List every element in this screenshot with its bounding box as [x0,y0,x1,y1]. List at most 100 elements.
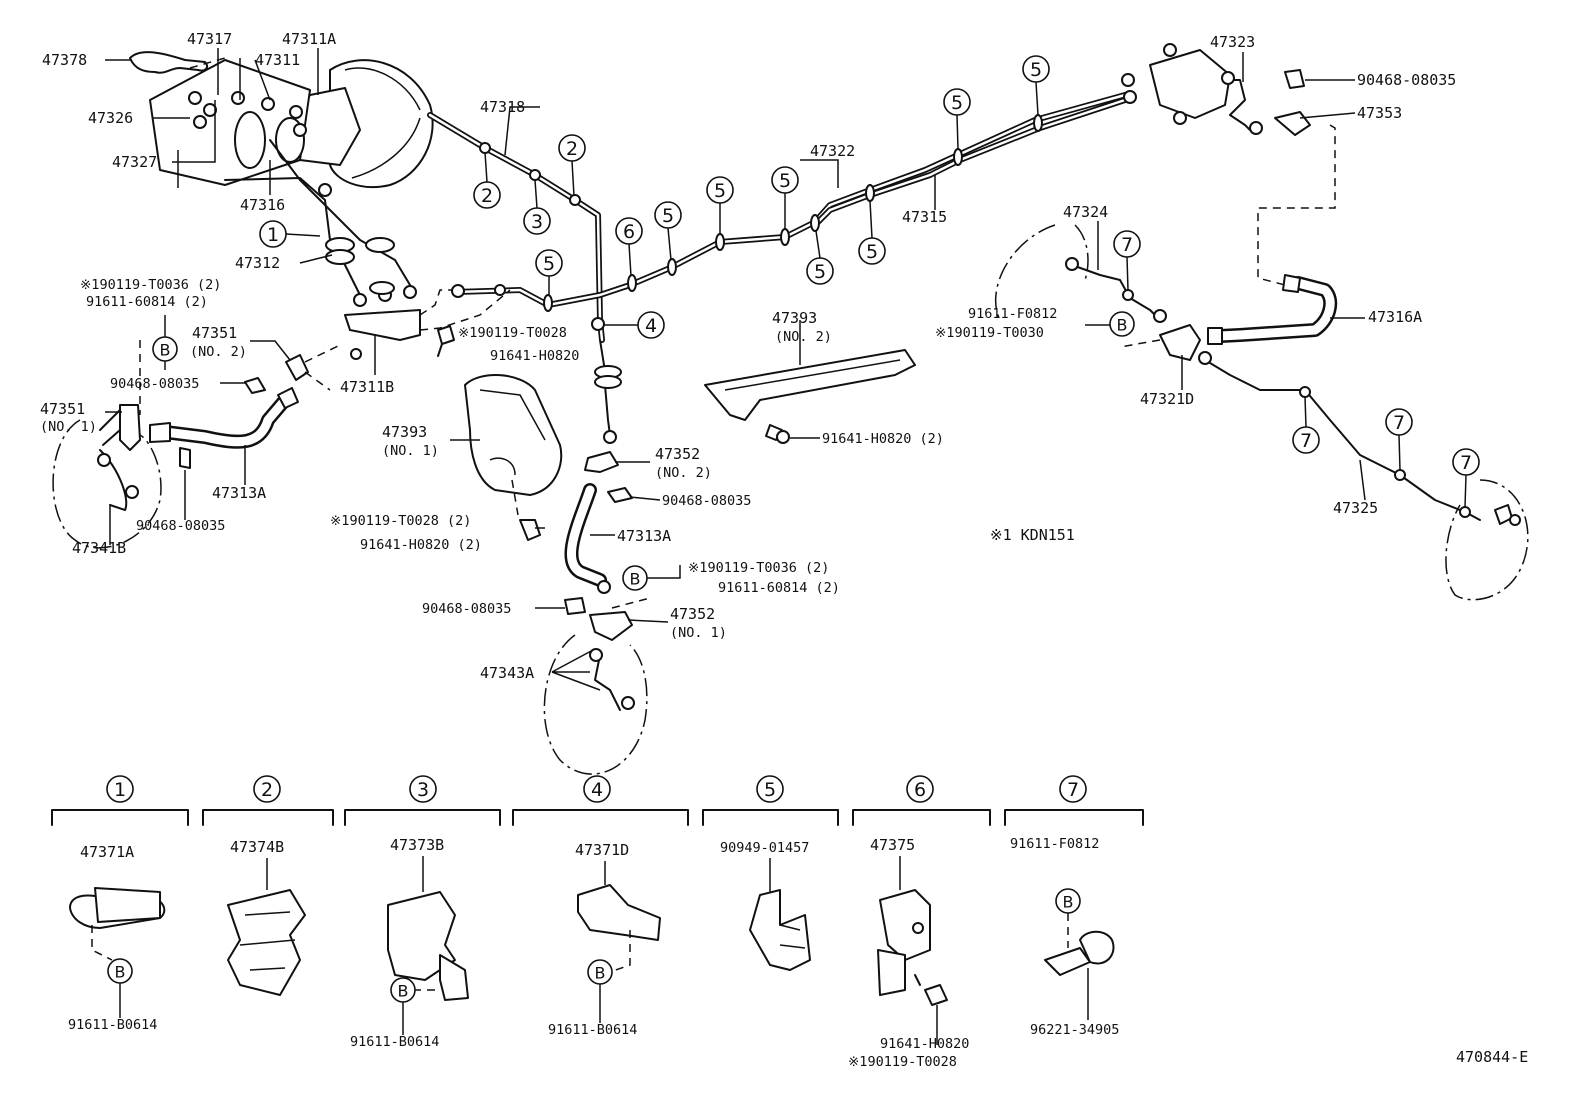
label-47311B: 47311B [340,378,394,396]
hose-47313A-mid [564,483,611,594]
label-47393-no2: 47393 [772,309,817,327]
legend-index-3: 3 [417,779,429,801]
legend-part-1: 47371A [80,843,134,861]
label-47323: 47323 [1210,33,1255,51]
label-47351-no1-sub: (NO. 1) [40,419,97,435]
legend-index-1: 1 [114,779,126,801]
legend-bottom-3: 91611-B0614 [350,1034,439,1050]
legend-b-7: B [1063,893,1074,912]
dashdot-circles-right [994,224,1529,601]
bracket-47321D [1119,324,1201,361]
label-47324: 47324 [1063,203,1108,221]
b-markers: B B B [139,311,1135,591]
callout-5g: 5 [951,92,963,114]
bracket-47352-no2 [584,451,619,473]
label-90119-T0028-2: ※190119-T0028 (2) [330,513,471,529]
bracket-47353 [1257,111,1336,286]
label-47341B: 47341B [72,539,126,557]
legend-part-6: 47375 [870,836,915,854]
label-90119-T0036-mid: ※190119-T0036 (2) [688,560,829,576]
line-47325 [1198,351,1521,526]
hose-47313A-left [149,387,299,449]
label-47378: 47378 [42,51,87,69]
leaders [105,48,1366,691]
label-47351-no2-sub: (NO. 2) [190,344,247,360]
label-47343A: 47343A [480,664,534,682]
label-47312: 47312 [235,254,280,272]
labels: 47378 4 7 3 1 7 47311A 47311 47326 47327 473… [40,30,1528,1066]
label-90119-T0036-top: ※190119-T0036 (2) [80,277,221,293]
label-90468-08035-tr: 90468-08035 [1357,71,1456,89]
label-91611-F0812: 91611-F0812 [968,306,1057,322]
legend-b-4: B [595,964,606,983]
legend-item-7: 7 91611-F0812 B 96221-34905 [1010,775,1119,1038]
legend-bottom-7: 96221-34905 [1030,1022,1119,1038]
cover-47393-no2 [704,349,916,421]
label-ref-470844E: 470844-E [1456,1048,1528,1066]
label-47352-no1: 47352 [670,605,715,623]
label-90468-08035-mid: 90468-08035 [662,493,751,509]
label-90468-08035-low: 90468-08035 [422,601,511,617]
callout-1: 1 [267,224,279,246]
callout-7b: 7 [1300,430,1312,452]
label-47325: 47325 [1333,499,1378,517]
callout-5f: 5 [866,241,878,263]
callout-3: 3 [531,211,543,233]
legend-b-3: B [398,982,409,1001]
b-marker-left: B [160,341,171,360]
clip-90468-tr [1284,69,1305,89]
legend-index-4: 4 [591,779,603,801]
legend-part-5: 90949-01457 [720,840,809,856]
label-47351-no1: 47351 [40,400,85,418]
callout-5a: 5 [543,253,555,275]
label-91611-60814-mid: 91611-60814 (2) [718,580,840,596]
legend-item-4: 4 47371D B 91611-B0614 [548,775,661,1038]
label-47315: 47315 [902,208,947,226]
line-to-47312 [224,139,417,307]
bracket-47311B [344,284,511,341]
bolt-91641-H0820-mid [437,325,455,357]
b-marker-mid: B [630,570,641,589]
callout-2b: 2 [566,138,578,160]
clip-90468-mid [607,487,633,503]
legend-index-2: 2 [261,779,273,801]
label-47321D: 47321D [1140,390,1194,408]
label-kdn151: ※1 KDN151 [990,526,1075,544]
line-47324 [1065,257,1167,323]
callout-5d: 5 [779,170,791,192]
label-47313A-mid: 47313A [617,527,671,545]
bracket-47352-no1 [589,597,651,641]
legend-bottom-6: 91641-H0820 [880,1036,969,1052]
legend-item-6: 6 47375 91641-H0820 ※190119-T0028 [848,775,969,1070]
label-47393-no2-sub: (NO. 2) [775,329,832,345]
label-90119-T0028-mid: ※190119-T0028 [458,325,567,341]
legend-index-6: 6 [914,779,926,801]
clip-90468-left1 [244,377,266,394]
label-47316: 47316 [240,196,285,214]
label-47352-no2-sub: (NO. 2) [655,465,712,481]
reservoir-cap-47378 [129,51,226,74]
callout-5c: 5 [714,180,726,202]
legend: 1 47371A B 91611-B0614 2 47374B 3 47373B… [51,775,1144,1070]
legend-bottom2-6: ※190119-T0028 [848,1054,957,1070]
legend-bottom-1: 91611-B0614 [68,1017,157,1033]
label-47352-no2: 47352 [655,445,700,463]
legend-part-3: 47373B [390,836,444,854]
legend-part-2: 47374B [230,838,284,856]
label-47326: 47326 [88,109,133,127]
label-47318: 47318 [480,98,525,116]
callout-7c: 7 [1393,412,1405,434]
label-47311: 47311 [255,51,300,69]
label-47393-no1: 47393 [382,423,427,441]
label-91641-H0820-2: 91641-H0820 (2) [822,431,944,447]
label-47327: 47327 [112,153,157,171]
callout-2a: 2 [481,185,493,207]
label-47311A: 47311A [282,30,336,48]
label-90468-08035-left1: 90468-08035 [110,376,199,392]
callout-7a: 7 [1121,234,1133,256]
legend-b-1: B [115,963,126,982]
label-90468-08035-left2: 90468-08035 [136,518,225,534]
label-47322: 47322 [810,142,855,160]
